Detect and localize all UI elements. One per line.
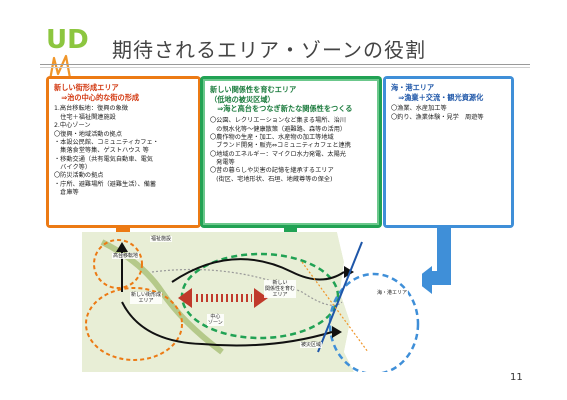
blue-connector — [430, 228, 451, 285]
ud-logo: UD — [46, 25, 89, 81]
panel-new-town-area: 新しい街形成エリア ⇒治の中心的な街の形成 1.高台移転地：復興の象徴 住宅＋福… — [46, 76, 201, 228]
panel-line: バイク等） — [54, 163, 92, 171]
panel-line: ・移動交通（共有電気自動車、電気 — [54, 155, 153, 163]
panel-relationship-heading-line: 新しい関係性を育むエリア — [210, 85, 297, 94]
panel-new-town-heading-line: 新しい街形成エリア — [54, 83, 119, 92]
logo-m-mark — [48, 54, 72, 81]
black-route-top — [171, 258, 345, 283]
map-label-disaster-zone: 被災区域 — [300, 342, 323, 348]
center-zone-circle — [85, 287, 183, 361]
panel-port-heading-line: ⇒漁業＋交流・観光資源化 — [391, 92, 484, 102]
panel-relationship-body: 〇公園、レクリエーションなど集まる場所、治川 の親水化等〜健康散策（避難路、森等… — [210, 117, 372, 184]
panel-line: 〇昔の暮らしや災害の記憶を継承するエリア — [210, 167, 334, 175]
panel-line: 〇農作物の生産・加工、水産物の加工等地域 — [210, 133, 334, 141]
panel-line: 倉庫等 — [54, 189, 79, 197]
panel-line: 住宅＋福祉関連施設 — [54, 113, 116, 121]
panel-line: 〇漁業、水産加工等 — [391, 105, 447, 113]
map-label-center-zone: 中心 ゾーン — [207, 314, 224, 326]
road — [151, 268, 343, 306]
slide-title: 期待されるエリア・ゾーンの役割 — [112, 38, 426, 62]
blue-arrow-head — [414, 266, 432, 294]
red-arrow-right — [254, 288, 268, 308]
panel-new-relationship-area: 新しい関係性を育むエリア （低地の被災区域） ⇒海と高台をつなぎ新たな関係性をつ… — [200, 76, 382, 228]
panel-relationship-heading-line: ⇒海と高台をつなぎ新たな関係性をつくる — [210, 104, 353, 114]
black-route-bottom — [121, 301, 333, 347]
map-label-relocation: 高台移転地 — [112, 253, 140, 259]
title-divider — [40, 64, 530, 65]
panel-new-town-heading: 新しい街形成エリア ⇒治の中心的な街の形成 — [54, 83, 193, 102]
panel-line: 〇復興・地域活動の拠点 — [54, 130, 123, 138]
panel-line: 集落食堂等集、ゲストハウス 等 — [54, 147, 149, 155]
area-map — [82, 232, 422, 372]
red-arrow-left — [178, 288, 192, 308]
map-label-new-town: 新しい街形成 エリア — [130, 292, 163, 304]
panel-line: 〇釣り、漁業体験・見学 周遊等 — [391, 113, 484, 121]
panel-line: 〇防災活動の拠点 — [54, 172, 104, 180]
page-number: 11 — [510, 372, 523, 383]
panel-relationship-heading: 新しい関係性を育むエリア （低地の被災区域） ⇒海と高台をつなぎ新たな関係性をつ… — [210, 85, 372, 114]
panel-line: 2.中心ゾーン — [54, 122, 91, 130]
panel-port-body: 〇漁業、水産加工等 〇釣り、漁業体験・見学 周遊等 — [391, 105, 506, 122]
panel-line: 発電等 — [210, 158, 235, 166]
relocation-area-circle — [93, 239, 143, 289]
port-area-ellipse — [328, 272, 420, 372]
panel-sea-port-area: 海・港エリア ⇒漁業＋交流・観光資源化 〇漁業、水産加工等 〇釣り、漁業体験・見… — [383, 76, 514, 228]
panel-line: 〇地域のエネルギー：マイクロ水力発電、太陽光 — [210, 150, 346, 158]
panel-new-town-heading-line: ⇒治の中心的な街の形成 — [54, 92, 140, 102]
panel-line: の親水化等〜健康散策（避難路、森等の活用） — [210, 125, 347, 133]
black-route-bottom-arrow — [332, 326, 342, 338]
panel-port-heading-line: 海・港エリア — [391, 83, 435, 92]
panel-line: ・庁所、避難場所（避難生活）、備蓄 — [54, 180, 157, 188]
panel-relationship-heading-line: （低地の被災区域） — [210, 94, 275, 104]
panel-port-heading: 海・港エリア ⇒漁業＋交流・観光資源化 — [391, 83, 506, 102]
blue-coast-line — [317, 241, 363, 353]
sea-area — [337, 232, 422, 372]
panel-line: ・本設公民館、コミュニティカフェ・ — [54, 138, 159, 146]
panel-line: 〇公園、レクリエーションなど集まる場所、治川 — [210, 117, 346, 125]
logo-text: UD — [46, 25, 89, 55]
panel-line: 1.高台移転地：復興の象徴 — [54, 105, 128, 113]
panel-new-town-body: 1.高台移転地：復興の象徴 住宅＋福祉関連施設 2.中心ゾーン 〇復興・地域活動… — [54, 105, 193, 197]
black-route-vertical-arrow — [116, 242, 128, 252]
panel-line: (街区、宅地形状、石垣、地蔵尊等の保全) — [210, 175, 333, 183]
map-label-welfare: 福祉施設 — [150, 236, 173, 242]
panel-line: ブランド開発・販売⇔コミュニティカフェと連携 — [210, 142, 351, 150]
map-label-port: 海・港エリア — [376, 290, 409, 296]
orange-dotted-line — [301, 261, 369, 353]
map-label-relationship: 新しい 関係性を育む エリア — [264, 280, 297, 298]
title-divider-secondary — [40, 67, 530, 68]
